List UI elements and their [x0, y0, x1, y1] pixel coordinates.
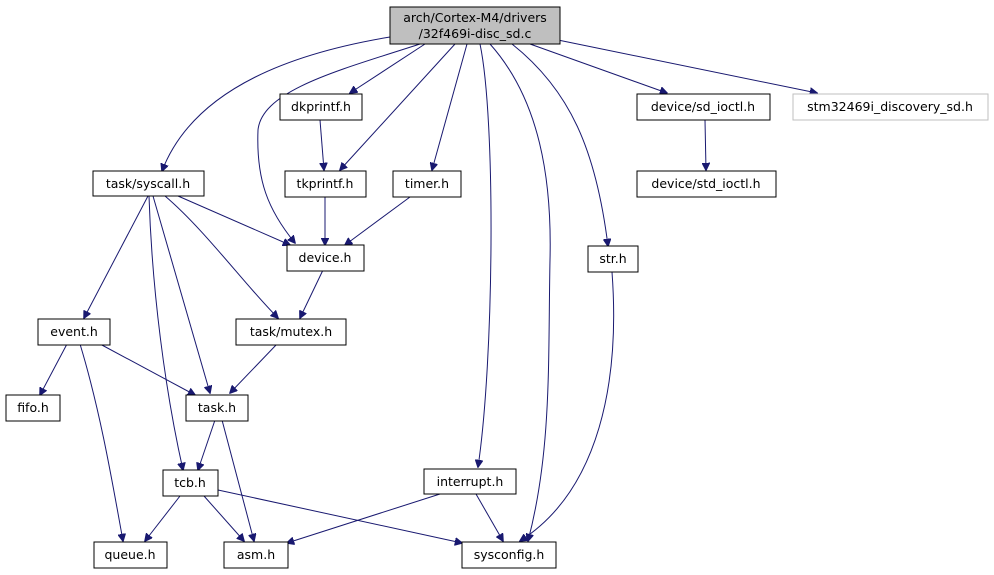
edge-sd-ioctl-std-ioctl — [705, 119, 706, 170]
node-label: tcb.h — [174, 475, 206, 490]
node-device-std-ioctl[interactable]: device/std_ioctl.h — [636, 170, 777, 198]
nodes: arch/Cortex-M4/drivers /32f469i-disc_sd.… — [5, 6, 989, 569]
node-label: device/std_ioctl.h — [651, 176, 760, 191]
edge-tcb-asm — [203, 495, 244, 541]
edge-root-stm32469i — [557, 39, 817, 93]
edge-syscall-task — [152, 195, 210, 393]
edge-syscall-mutex — [164, 195, 278, 318]
edges — [40, 36, 817, 543]
node-label: sysconfig.h — [474, 547, 545, 562]
node-stm32469i-discovery-sd[interactable]: stm32469i_discovery_sd.h — [792, 93, 989, 121]
node-queue[interactable]: queue.h — [93, 541, 168, 569]
node-str[interactable]: str.h — [587, 245, 639, 273]
edge-root-dkprintf — [350, 43, 426, 93]
edge-event-queue — [79, 343, 123, 541]
edge-root-timer — [432, 43, 468, 170]
node-label: timer.h — [405, 176, 449, 191]
node-label: dkprintf.h — [291, 99, 351, 114]
node-event[interactable]: event.h — [37, 318, 111, 346]
edge-task-tcb — [198, 419, 216, 470]
node-label: fifo.h — [17, 400, 49, 415]
node-sysconfig[interactable]: sysconfig.h — [461, 541, 557, 569]
node-label: queue.h — [104, 547, 155, 562]
node-device-sd-ioctl[interactable]: device/sd_ioctl.h — [636, 93, 771, 121]
node-task[interactable]: task.h — [185, 394, 249, 422]
node-label: tkprintf.h — [297, 176, 354, 191]
edge-tcb-queue — [145, 495, 181, 541]
node-label: stm32469i_discovery_sd.h — [807, 99, 973, 114]
node-tkprintf[interactable]: tkprintf.h — [284, 170, 367, 198]
edge-dkprintf-tkprintf — [320, 119, 324, 170]
edge-root-interrupt — [478, 43, 492, 467]
edge-timer-device — [345, 196, 411, 245]
edge-root-tkprintf — [340, 43, 456, 170]
node-label: task/syscall.h — [106, 176, 190, 191]
node-label: device.h — [299, 250, 352, 265]
edge-interrupt-asm — [287, 493, 441, 543]
edge-str-sysconfig — [520, 271, 615, 541]
edge-root-sd-ioctl — [529, 43, 667, 93]
edge-event-task — [99, 343, 195, 395]
node-label: asm.h — [237, 547, 275, 562]
edge-tcb-sysconfig — [217, 489, 462, 543]
node-asm[interactable]: asm.h — [223, 541, 289, 569]
edge-syscall-event — [84, 195, 149, 318]
edge-root-device — [257, 43, 421, 243]
edge-event-fifo — [40, 343, 68, 395]
node-fifo[interactable]: fifo.h — [5, 394, 61, 422]
node-root-line1: arch/Cortex-M4/drivers — [403, 10, 547, 25]
edge-interrupt-sysconfig — [475, 493, 503, 541]
edge-root-str — [511, 43, 608, 246]
node-root-line2: /32f469i-disc_sd.c — [419, 26, 532, 41]
node-label: event.h — [50, 324, 98, 339]
node-root-file[interactable]: arch/Cortex-M4/drivers /32f469i-disc_sd.… — [389, 6, 561, 45]
node-label: str.h — [599, 251, 626, 266]
node-label: interrupt.h — [437, 474, 504, 489]
node-label: task/mutex.h — [250, 324, 332, 339]
node-dkprintf[interactable]: dkprintf.h — [279, 93, 363, 121]
node-label: device/sd_ioctl.h — [651, 99, 755, 114]
edge-root-task-syscall — [162, 36, 391, 171]
edge-root-sysconfig — [489, 43, 551, 541]
node-timer[interactable]: timer.h — [392, 170, 462, 198]
node-interrupt[interactable]: interrupt.h — [423, 468, 517, 495]
edge-syscall-tcb — [148, 195, 183, 470]
edge-task-asm — [221, 419, 254, 541]
node-device[interactable]: device.h — [286, 244, 365, 272]
node-task-mutex[interactable]: task/mutex.h — [235, 318, 347, 346]
edge-device-mutex — [300, 269, 324, 318]
edge-mutex-task — [230, 343, 278, 393]
node-label: task.h — [198, 400, 236, 415]
node-task-syscall[interactable]: task/syscall.h — [92, 170, 205, 197]
edge-syscall-device — [177, 195, 290, 245]
node-tcb[interactable]: tcb.h — [162, 469, 219, 497]
